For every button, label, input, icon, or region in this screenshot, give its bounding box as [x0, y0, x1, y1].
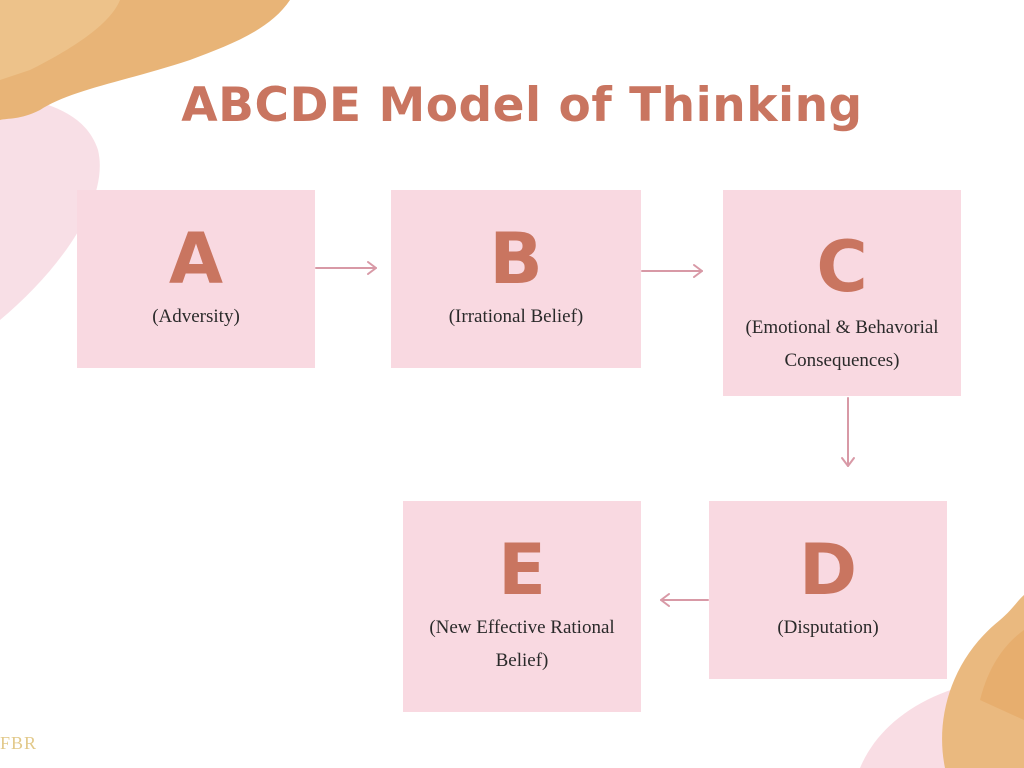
box-desc-a: (Adversity): [152, 306, 240, 327]
diagram-title: ABCDE Model of Thinking: [181, 78, 863, 133]
box-desc-c-line2: Consequences): [784, 350, 900, 371]
box-irrational-belief: B (Irrational Belief): [391, 190, 641, 368]
box-letter-c: C: [816, 226, 868, 308]
box-desc-b: (Irrational Belief): [448, 306, 584, 327]
box-desc-d: (Disputation): [777, 617, 879, 638]
box-letter-b: B: [489, 218, 543, 300]
box-disputation: D (Disputation): [709, 501, 947, 679]
box-desc-e-line1: (New Effective Rational: [429, 617, 615, 638]
box-letter-a: A: [168, 218, 224, 300]
box-desc-c-line1: (Emotional & Behavorial: [745, 317, 939, 338]
arrow-c-to-d: [841, 397, 855, 467]
arrow-b-to-c: [641, 264, 703, 278]
arrow-a-to-b: [315, 261, 377, 275]
box-new-effective-belief: E (New Effective Rational Belief): [403, 501, 641, 712]
box-adversity: A (Adversity): [77, 190, 315, 368]
box-consequences: C (Emotional & Behavorial Consequences): [723, 190, 961, 396]
box-letter-e: E: [498, 529, 546, 611]
box-letter-d: D: [798, 529, 858, 611]
box-desc-e-line2: Belief): [495, 650, 549, 671]
watermark-logo: FBR: [0, 733, 38, 753]
arrow-d-to-e: [660, 593, 709, 607]
